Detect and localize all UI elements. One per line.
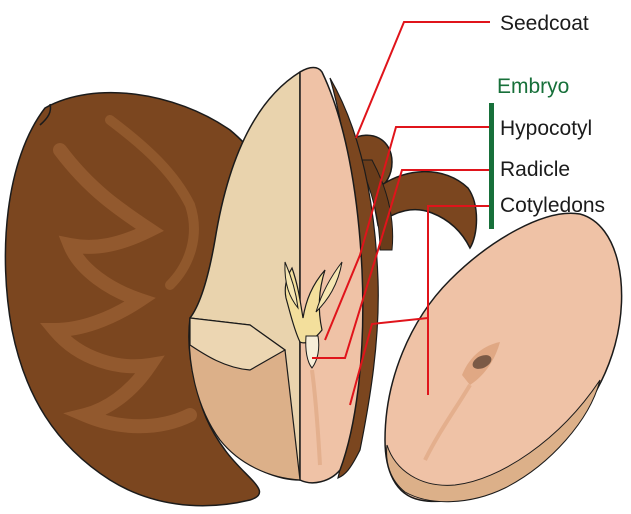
- separated-cotyledon-shape: [385, 213, 622, 501]
- embryo-bracket: [489, 103, 494, 229]
- label-cotyledons: Cotyledons: [500, 194, 605, 217]
- label-radicle: Radicle: [500, 158, 570, 181]
- label-seedcoat: Seedcoat: [500, 12, 589, 35]
- label-embryo: Embryo: [497, 75, 569, 98]
- leader-seedcoat: [356, 22, 490, 138]
- separated-cotyledon: [385, 213, 622, 501]
- label-hypocotyl: Hypocotyl: [500, 117, 592, 140]
